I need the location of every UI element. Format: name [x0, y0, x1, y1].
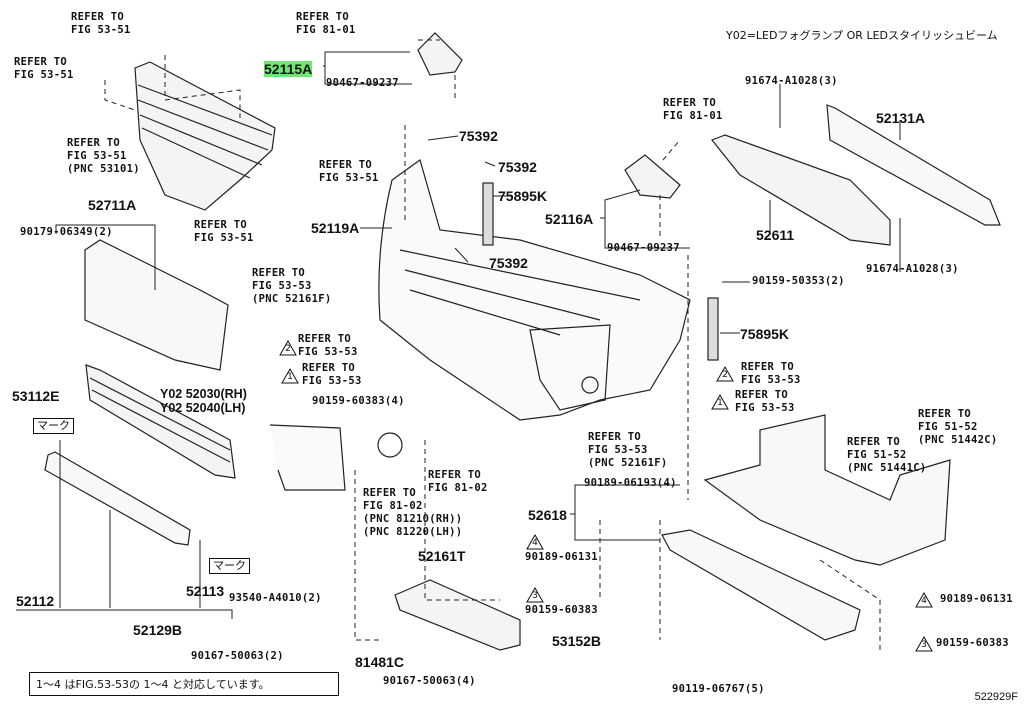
- part-75895k[interactable]: 75895K: [498, 188, 548, 204]
- refer-fig-53-51-label[interactable]: REFER TO FIG 53-51: [319, 159, 379, 184]
- mark-label: マーク: [33, 418, 74, 434]
- refer-fig-53-51-label[interactable]: REFER TO FIG 53-51: [194, 219, 254, 244]
- part-90189-06131[interactable]: 90189-06131: [525, 551, 598, 563]
- seal-75895k-upper: [482, 182, 494, 246]
- refer-fig-53-53-pnc-52161f-label[interactable]: REFER TO FIG 53-53 (PNC 52161F): [252, 267, 332, 305]
- cover-53152b-drawing: [394, 579, 521, 651]
- part-75895k[interactable]: 75895K: [740, 326, 790, 342]
- dashed-assembly-lines: [104, 39, 881, 650]
- mark-label: マーク: [209, 558, 250, 574]
- refer-fig-51-52-pnc-51441c-label[interactable]: REFER TO FIG 51-52 (PNC 51441C): [847, 436, 927, 474]
- bumper-cover-drawing: [378, 159, 691, 421]
- reinforcement-52131a-drawing: [826, 104, 1001, 226]
- fog-lamp-drawing: [377, 432, 403, 458]
- refer-fig-53-53-label[interactable]: REFER TO FIG 53-53: [741, 361, 801, 386]
- part-75392[interactable]: 75392: [489, 255, 528, 271]
- variant-legend: Y02=LEDフォグランプ OR LEDスタイリッシュビーム: [726, 29, 998, 42]
- refer-fig-81-01-label[interactable]: REFER TO FIG 81-01: [663, 97, 723, 122]
- part-90189-06193[interactable]: 90189-06193(4): [584, 477, 677, 489]
- refer-fig-81-02-fog-label[interactable]: REFER TO FIG 81-02 (PNC 81210(RH)) (PNC …: [363, 487, 463, 538]
- part-91674-a1028[interactable]: 91674-A1028(3): [745, 75, 838, 87]
- refer-fig-53-53-pnc-52161f-label[interactable]: REFER TO FIG 53-53 (PNC 52161F): [588, 431, 668, 469]
- refer-fig-53-53-label[interactable]: REFER TO FIG 53-53: [735, 389, 795, 414]
- part-81481c[interactable]: 81481C: [355, 654, 405, 670]
- part-52030-rh[interactable]: Y02 52030(RH): [160, 387, 247, 401]
- upper-grille-drawing: [134, 61, 276, 211]
- refer-fig-53-53-label[interactable]: REFER TO FIG 53-53: [298, 333, 358, 358]
- part-90467-09237[interactable]: 90467-09237: [326, 77, 399, 89]
- triangle-1-icon: 1: [281, 368, 299, 384]
- part-52112[interactable]: 52112: [16, 593, 55, 609]
- part-52161t[interactable]: 52161T: [418, 548, 466, 564]
- part-90167-50063[interactable]: 90167-50063(4): [383, 675, 476, 687]
- refer-fig-81-02-label[interactable]: REFER TO FIG 81-02: [428, 469, 488, 494]
- part-90189-06131[interactable]: 90189-06131: [940, 593, 1013, 605]
- part-52618[interactable]: 52618: [528, 507, 567, 523]
- part-52711a[interactable]: 52711A: [88, 197, 137, 213]
- triangle-3-icon: 3: [526, 587, 544, 603]
- part-90167-50063[interactable]: 90167-50063(2): [191, 650, 284, 662]
- triangle-2-icon: 2: [279, 340, 297, 356]
- part-75392[interactable]: 75392: [459, 128, 498, 144]
- part-90119-06767[interactable]: 90119-06767(5): [672, 683, 765, 695]
- molding-52112-drawing: [44, 451, 191, 546]
- part-90159-50353[interactable]: 90159-50353(2): [752, 275, 845, 287]
- part-91674-a1028[interactable]: 91674-A1028(3): [866, 263, 959, 275]
- lower-grille-drawing: [85, 364, 236, 479]
- part-52119a[interactable]: 52119A: [311, 220, 360, 236]
- triangle-4-icon: 4: [526, 534, 544, 550]
- part-53112e[interactable]: 53112E: [12, 388, 60, 404]
- part-75392[interactable]: 75392: [498, 159, 537, 175]
- part-90159-60383[interactable]: 90159-60383(4): [312, 395, 405, 407]
- figure-code: 522929F: [974, 691, 1018, 703]
- part-52116a[interactable]: 52116A: [545, 211, 594, 227]
- refer-fig-51-52-pnc-51442c-label[interactable]: REFER TO FIG 51-52 (PNC 51442C): [918, 408, 998, 446]
- refer-fig-53-51-label[interactable]: REFER TO FIG 53-51: [71, 11, 131, 36]
- part-52115a[interactable]: 52115A: [264, 61, 313, 77]
- lower-cover-52618-drawing: [661, 529, 861, 641]
- part-52611[interactable]: 52611: [756, 227, 795, 243]
- absorber-52611-drawing: [711, 134, 891, 246]
- triangle-1-icon: 1: [711, 394, 729, 410]
- part-90159-60383[interactable]: 90159-60383: [936, 637, 1009, 649]
- refer-fig-53-51-label[interactable]: REFER TO FIG 53-51: [14, 56, 74, 81]
- bracket-52115a-drawing: [417, 32, 463, 76]
- part-52040-lh[interactable]: Y02 52040(LH): [160, 401, 246, 415]
- part-90179-06349[interactable]: 90179-06349(2): [20, 226, 113, 238]
- triangle-4-icon: 4: [915, 592, 933, 608]
- footnote-box: 1～4 はFIG.53-53の 1～4 と対応しています。: [29, 672, 339, 696]
- fog-bezel-drawing: [269, 424, 346, 491]
- license-bracket-drawing: [84, 239, 229, 371]
- refer-fig-53-53-label[interactable]: REFER TO FIG 53-53: [302, 362, 362, 387]
- triangle-2-icon: 2: [716, 366, 734, 382]
- engine-under-cover-drawing: [703, 414, 951, 566]
- refer-fig-53-51-pnc-53101-label[interactable]: REFER TO FIG 53-51 (PNC 53101): [67, 137, 140, 175]
- part-52113[interactable]: 52113: [186, 583, 225, 599]
- seal-75895k-lower: [707, 297, 719, 361]
- leader-lines: [16, 51, 901, 619]
- part-90159-60383[interactable]: 90159-60383: [525, 604, 598, 616]
- part-52129b[interactable]: 52129B: [133, 622, 183, 638]
- part-93540-a4010[interactable]: 93540-A4010(2): [229, 592, 322, 604]
- part-52131a[interactable]: 52131A: [876, 110, 926, 126]
- part-90467-09237[interactable]: 90467-09237: [607, 242, 680, 254]
- triangle-3-icon: 3: [915, 636, 933, 652]
- part-53152b[interactable]: 53152B: [552, 633, 602, 649]
- refer-fig-81-01-label[interactable]: REFER TO FIG 81-01: [296, 11, 356, 36]
